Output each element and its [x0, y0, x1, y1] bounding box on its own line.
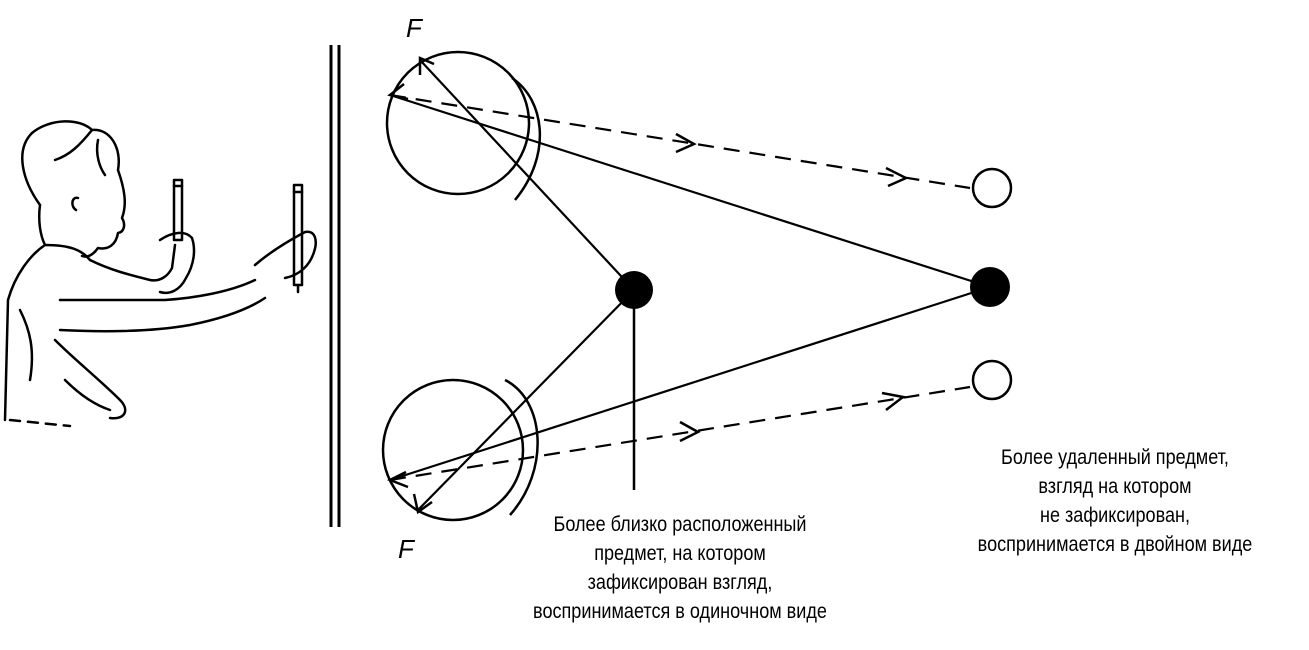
far-caption-line-2: взгляд на котором	[1038, 475, 1192, 498]
near-caption-line-3: зафиксирован взгляд,	[587, 571, 773, 594]
focus-label-top: F	[406, 13, 424, 43]
far-caption-line-4: воспринимается в двойном виде	[977, 533, 1253, 556]
person-illustration	[3, 120, 317, 428]
far-caption-line-1: Более удаленный предмет,	[1001, 446, 1229, 469]
far-caption-line-3: не зафиксирован,	[1039, 504, 1191, 527]
near-object	[615, 271, 653, 309]
near-object-caption: Более близко расположенный предмет, на к…	[499, 510, 860, 626]
dashed-line-bottom-ghost	[389, 385, 971, 482]
focus-label-bottom: F	[398, 534, 416, 564]
near-caption-line-2: предмет, на котором	[594, 542, 766, 565]
line-bottom-eye-to-near-object	[417, 289, 635, 511]
near-caption-line-4: воспринимается в одиночном виде	[533, 600, 827, 623]
eye-top	[385, 50, 542, 201]
ghost-image-top	[971, 167, 1013, 209]
line-bottom-eye-to-far-object	[389, 285, 991, 482]
eye-arrowheads	[386, 56, 435, 515]
far-object	[970, 267, 1010, 307]
near-caption-line-1: Более близко расположенный	[553, 513, 807, 536]
far-object-caption: Более удаленный предмет, взгляд на котор…	[934, 443, 1295, 559]
dashed-line-top-ghost	[389, 93, 971, 190]
dashed-arrowheads	[675, 132, 909, 443]
eye-bottom	[381, 378, 539, 522]
line-top-eye-to-near-object	[419, 59, 635, 291]
line-top-eye-to-far-object	[389, 93, 991, 289]
ghost-image-bottom	[971, 359, 1013, 401]
